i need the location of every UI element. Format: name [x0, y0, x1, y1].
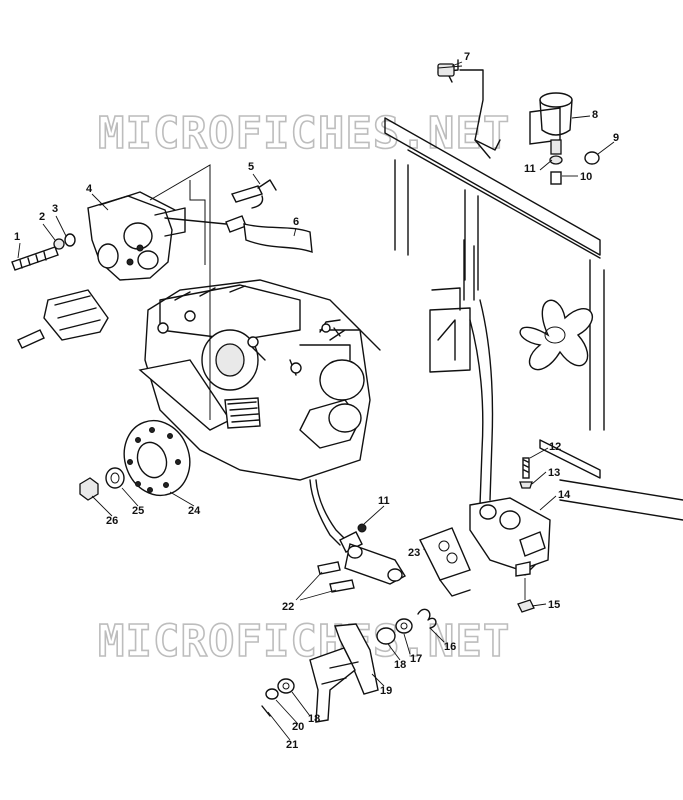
mounting-bracket-top — [437, 59, 600, 185]
callout-15: 15 — [548, 599, 560, 611]
watermark-bottom: MICROFICHES.NET — [98, 616, 510, 667]
callout-18-lower: 18 — [308, 713, 320, 725]
callout-18: 18 — [394, 659, 406, 671]
brake-linkage — [261, 457, 551, 723]
callout-6: 6 — [293, 216, 299, 228]
callout-23: 23 — [408, 547, 420, 559]
callout-10: 10 — [580, 171, 592, 183]
watermark-top: MICROFICHES.NET — [98, 108, 510, 159]
callout-7: 7 — [464, 51, 470, 63]
callout-1: 1 — [14, 231, 20, 243]
callout-16: 16 — [444, 641, 456, 653]
leader-lines — [17, 61, 615, 741]
brake-hose-fittings — [164, 179, 313, 254]
callout-3: 3 — [52, 203, 58, 215]
brake-disc — [79, 419, 191, 501]
callout-24: 24 — [188, 505, 201, 517]
callout-20: 20 — [292, 721, 304, 733]
callout-4: 4 — [86, 183, 93, 195]
callout-26: 26 — [106, 515, 118, 527]
callout-8: 8 — [592, 109, 598, 121]
callout-25: 25 — [132, 505, 144, 517]
callout-13: 13 — [548, 467, 560, 479]
callout-5: 5 — [248, 161, 254, 173]
callout-2: 2 — [39, 211, 45, 223]
chassis-frame — [384, 117, 683, 576]
callout-19: 19 — [380, 685, 392, 697]
callout-11-lower: 11 — [378, 495, 390, 507]
callout-12: 12 — [549, 441, 561, 453]
engine-block — [138, 279, 381, 481]
callout-labels: 1 2 3 4 5 6 7 8 9 10 11 12 13 14 15 16 1… — [14, 51, 619, 751]
callout-17: 17 — [410, 653, 422, 665]
fan-rotor — [519, 299, 593, 371]
callout-22: 22 — [282, 601, 294, 613]
callout-21: 21 — [286, 739, 298, 751]
callout-14: 14 — [558, 489, 571, 501]
brake-caliper — [11, 191, 186, 349]
callout-11: 11 — [524, 163, 536, 175]
callout-9: 9 — [613, 132, 619, 144]
